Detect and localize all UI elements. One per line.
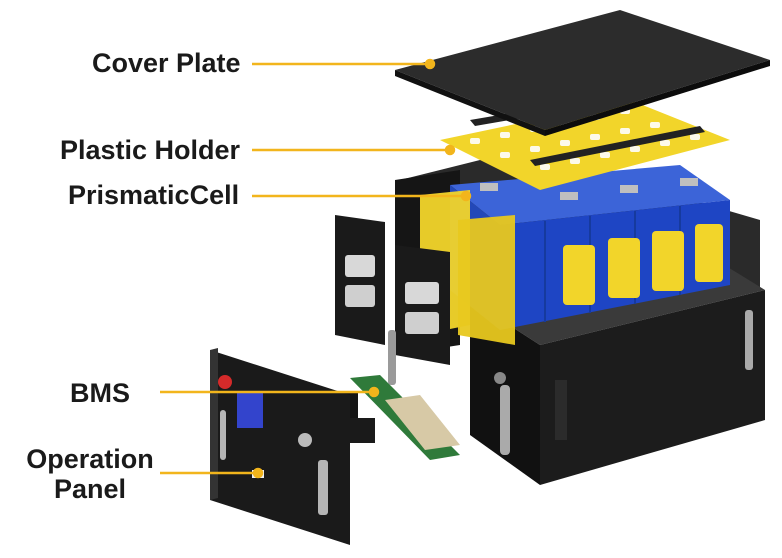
leader-dot-prismatic-cell: [460, 190, 472, 202]
cover-plate: [395, 10, 770, 136]
label-cover-plate: Cover Plate: [92, 48, 241, 78]
label-prismatic-cell: PrismaticCell: [68, 180, 240, 210]
leader-dot-operation-panel: [252, 467, 264, 479]
leader-dot-plastic-holder: [444, 144, 456, 156]
label-plastic-holder: Plastic Holder: [60, 135, 241, 165]
leader-dot-bms: [368, 386, 380, 398]
front-brackets: [335, 215, 450, 385]
leader-lines: [160, 58, 472, 479]
label-operation-panel: Operation Panel: [20, 444, 160, 504]
leader-dot-cover-plate: [424, 58, 436, 70]
label-operation-panel-line1: Operation: [26, 444, 154, 474]
operation-panel: [210, 348, 350, 545]
label-operation-panel-line2: Panel: [53, 474, 127, 504]
label-bms: BMS: [70, 378, 130, 408]
